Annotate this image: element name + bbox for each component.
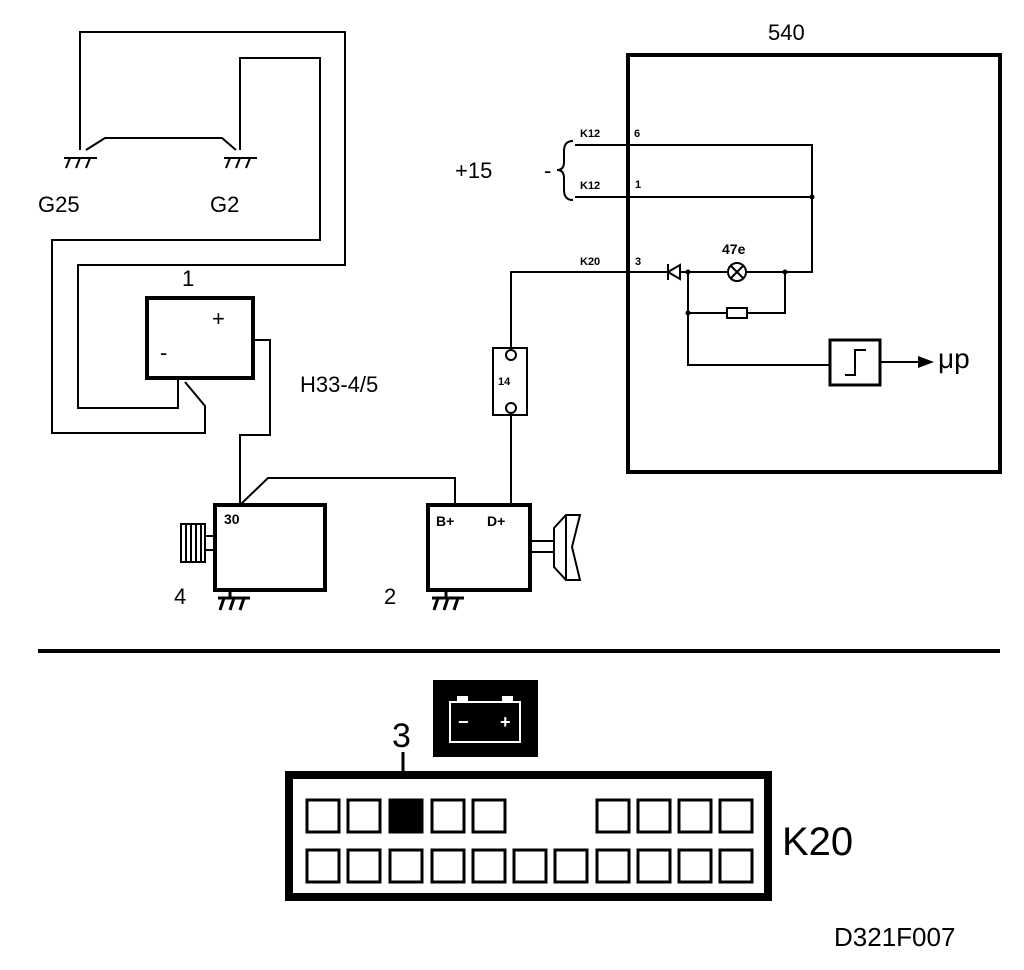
connector-pin (677, 798, 713, 834)
connector-pin (471, 798, 507, 834)
label-brace-minus: - (544, 158, 551, 183)
label-mp: μp (938, 343, 970, 374)
battery-box (145, 296, 255, 380)
terminal-bplus: B+ (436, 513, 454, 529)
fuse-terminal-top (505, 349, 517, 361)
connector-pin (388, 848, 424, 884)
connector-pin (553, 848, 589, 884)
label-g2: G2 (210, 192, 239, 217)
junction-dot (685, 310, 691, 316)
connector-pin (430, 798, 466, 834)
battery-icon: − + (433, 680, 538, 757)
connector-pin (636, 798, 672, 834)
label-pin-1: 1 (635, 179, 641, 191)
resistor-icon (726, 307, 748, 319)
starter-box (213, 503, 327, 592)
connector-top-row (305, 798, 754, 834)
alternator-pulley-icon (530, 514, 582, 581)
wire-battery-plus (239, 339, 271, 505)
label-k12-a: K12 (580, 128, 600, 140)
label-harness: H33-4/5 (300, 372, 378, 397)
ground-g25-icon (64, 157, 97, 169)
arrow-head-icon (918, 356, 934, 368)
battery-plus: + (212, 306, 225, 331)
diode-icon (666, 263, 681, 281)
fuse-terminal-bottom (505, 402, 517, 414)
label-alternator: 2 (384, 584, 396, 609)
supply-brace (556, 140, 574, 201)
connector-pin-label: 3 (392, 717, 411, 755)
ground-starter-icon (218, 590, 250, 611)
connector-label: K20 (782, 820, 853, 864)
connector-pin (346, 798, 382, 834)
connector-pin (677, 848, 713, 884)
label-starter: 4 (174, 584, 186, 609)
label-lamp: 47e (722, 241, 746, 257)
label-fuse: 14 (498, 376, 511, 388)
label-k12-b: K12 (580, 180, 600, 192)
reference-code: D321F007 (834, 922, 955, 952)
connector-pin (718, 798, 754, 834)
connector-pin (430, 848, 466, 884)
terminal-dplus: D+ (487, 513, 505, 529)
wire-fuse-to-k20 (510, 271, 668, 348)
wire-g2-loop (51, 57, 321, 434)
ecu-box (626, 53, 1002, 474)
wire-lamp-out (746, 271, 786, 314)
connector-pin-highlighted (388, 798, 424, 834)
junction-dot (782, 269, 788, 275)
connector-pin (305, 848, 341, 884)
junction-dot (809, 194, 815, 200)
battery-icon-minus: − (458, 712, 469, 732)
wire-g25-g2-link (85, 137, 237, 151)
label-g25: G25 (38, 192, 80, 217)
starter-pinion-icon (180, 523, 215, 563)
battery-icon-plus: + (500, 712, 511, 732)
label-supply: +15 (455, 158, 492, 183)
label-ecu: 540 (768, 20, 805, 45)
wire-to-schmitt (687, 272, 830, 366)
connector-pin (595, 798, 631, 834)
connector-pin (718, 848, 754, 884)
label-k20: K20 (580, 256, 600, 268)
wire-k12-pin6 (575, 144, 813, 273)
step-icon (845, 349, 866, 376)
connector-pin (471, 848, 507, 884)
connector-pin (636, 848, 672, 884)
wire-g25-loop (77, 31, 346, 409)
terminal-30: 30 (224, 511, 240, 527)
label-pin-6: 6 (634, 128, 640, 140)
wire-30-to-bplus (239, 477, 456, 506)
label-battery: 1 (182, 266, 194, 291)
alternator-box (426, 503, 532, 592)
ground-g2-icon (224, 157, 257, 169)
connector-pin (346, 848, 382, 884)
ground-alternator-icon (432, 590, 464, 611)
label-pin-3: 3 (635, 256, 641, 268)
connector-pin (595, 848, 631, 884)
connector-pin (305, 798, 341, 834)
connector-bottom-row (305, 848, 754, 884)
battery-minus: - (160, 340, 167, 365)
connector-pin (512, 848, 548, 884)
lamp-icon (727, 262, 747, 282)
